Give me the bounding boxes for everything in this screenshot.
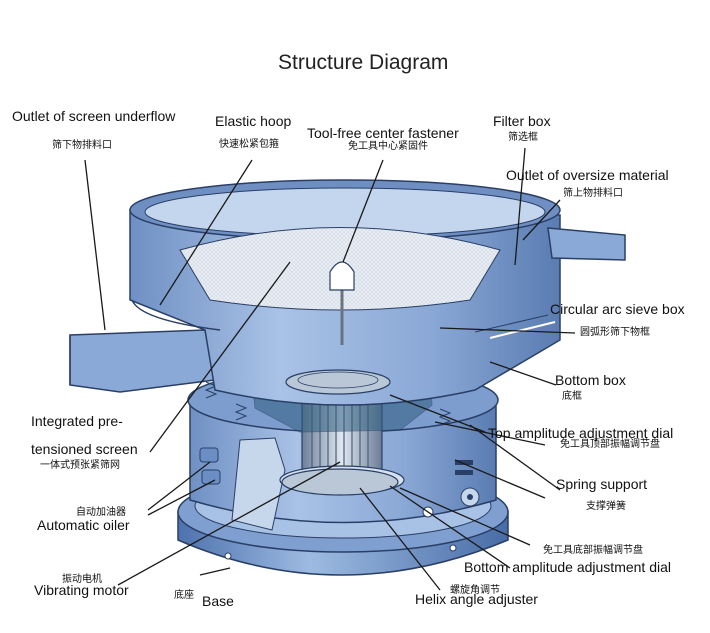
- oversize-spout: [547, 227, 626, 261]
- bottom-box-label: Bottom box: [555, 372, 626, 388]
- base-label: Base: [202, 593, 234, 609]
- vibrating-motor-label: Vibrating motor: [34, 582, 129, 598]
- arc-sieve-box-label-cn: 圆弧形筛下物框: [580, 327, 650, 338]
- base-label-cn: 底座: [174, 590, 194, 601]
- spring-support-label: Spring support: [556, 476, 648, 492]
- filter-box-label-cn: 筛选框: [508, 132, 538, 143]
- top-dial-label-cn: 免工具顶部振幅调节盘: [560, 439, 660, 450]
- underflow-spout: [69, 329, 216, 393]
- screen-underflow-label: Outlet of screen underflow: [12, 108, 176, 124]
- elastic-hoop-label-cn: 快速松紧包箍: [219, 139, 279, 150]
- arc-sieve-box-label: Circular arc sieve box: [550, 301, 685, 317]
- top-dial-shape: [285, 369, 391, 395]
- leader-lines: [84, 147, 576, 591]
- spring-support-label-cn: 支撑弹簧: [586, 501, 626, 512]
- elastic-hoop-label: Elastic hoop: [215, 113, 292, 129]
- oversize-outlet-label-cn: 筛上物排料口: [563, 188, 623, 199]
- bottom-dial-label: Bottom amplitude adjustment dial: [464, 559, 671, 575]
- bottom-dial-shape: [281, 468, 399, 496]
- screen-underflow-label-cn: 筛下物排料口: [52, 140, 112, 151]
- filter-box-label: Filter box: [493, 113, 551, 129]
- automatic-oiler-label: Automatic oiler: [37, 517, 130, 533]
- center-fastener-label: Tool-free center fastener: [307, 125, 459, 141]
- vibrating-motor-label-cn: 振动电机: [62, 574, 102, 585]
- automatic-oiler-label-cn: 自动加油器: [76, 507, 126, 518]
- bottom-box-label-cn: 底框: [562, 391, 582, 402]
- oversize-outlet-label: Outlet of oversize material: [506, 167, 669, 183]
- integrated-screen-label-cn: 一体式预张紧筛网: [40, 460, 120, 471]
- integrated-screen-label-line1: Integrated pre-: [31, 413, 123, 429]
- helix-adjuster-label: Helix angle adjuster: [415, 591, 538, 607]
- bottom-dial-label-cn: 免工具底部振幅调节盘: [543, 545, 643, 556]
- top-dial-label: Top amplitude adjustment dial: [488, 425, 674, 441]
- center-fastener-label-cn: 免工具中心紧固件: [348, 141, 428, 152]
- center-fastener-shape: [329, 261, 355, 345]
- diagram-title: Structure Diagram: [278, 51, 449, 74]
- integrated-screen-label-line2: tensioned screen: [31, 441, 138, 457]
- helix-adjuster-label-cn: 螺旋角调节: [450, 585, 500, 596]
